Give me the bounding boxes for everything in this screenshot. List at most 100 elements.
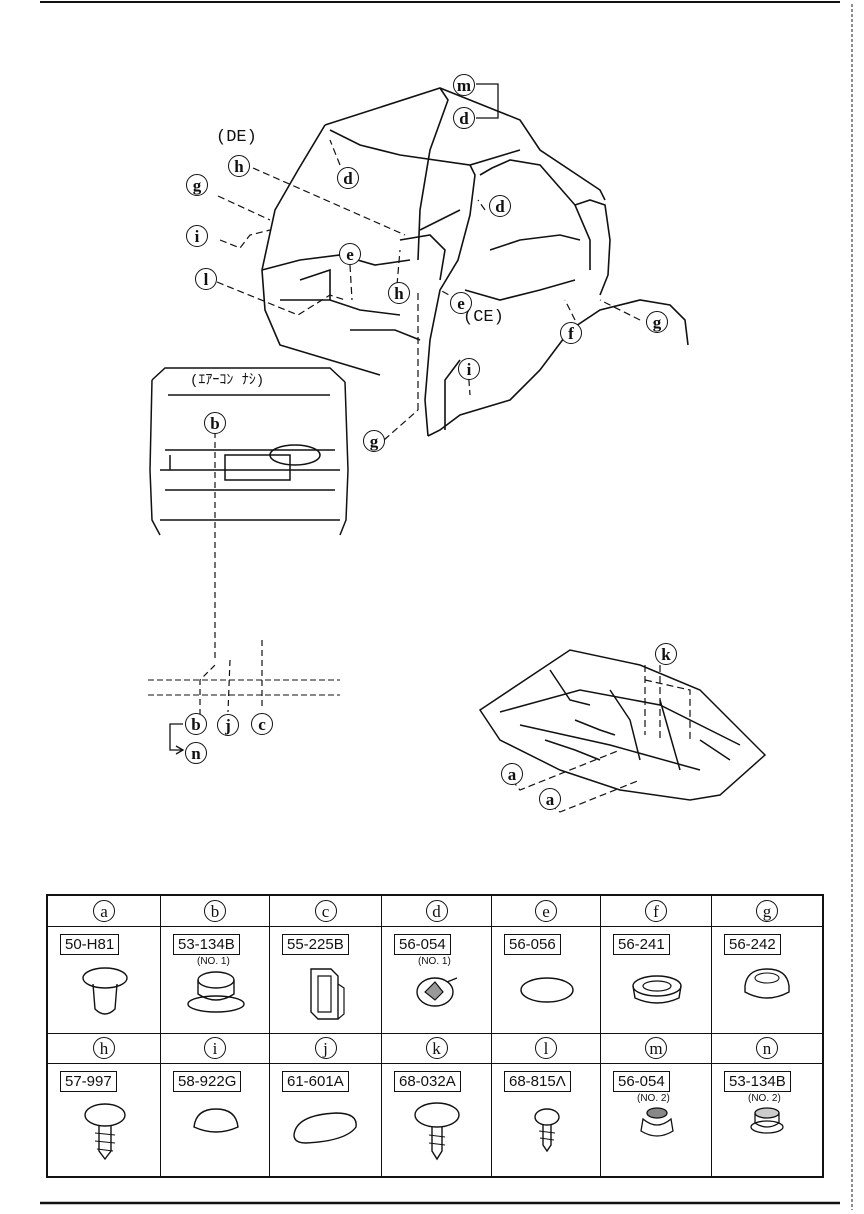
- part-letter: c: [314, 900, 337, 922]
- part-header: a: [48, 896, 160, 927]
- callout-h-mid: h: [388, 282, 410, 304]
- part-sketch-l-icon: [533, 1108, 560, 1153]
- callout-a-2: a: [539, 788, 561, 810]
- ce-label: (CE): [463, 308, 504, 327]
- callout-m-top: m: [453, 74, 475, 96]
- part-note: (NO. 1): [418, 956, 451, 967]
- part-number: 56-054: [613, 1071, 670, 1092]
- part-note: (NO. 2): [748, 1093, 781, 1104]
- part-letter: h: [93, 1037, 115, 1059]
- callout-k: k: [655, 643, 677, 665]
- callout-b-low: b: [185, 713, 207, 735]
- part-number: 61-601A: [282, 1071, 349, 1092]
- part-number: 56-242: [724, 934, 781, 955]
- callout-f: f: [560, 322, 582, 344]
- part-cell-b: b 53-134B(NO. 1): [161, 896, 270, 1033]
- part-number: 56-241: [613, 934, 670, 955]
- part-cell-j: j 61-601A: [270, 1033, 382, 1176]
- part-note: (NO. 1): [197, 956, 230, 967]
- part-number: 68-032A: [394, 1071, 461, 1092]
- part-header: h: [48, 1033, 160, 1064]
- part-sketch-i-icon: [192, 1108, 239, 1133]
- part-sketch-a-icon: [81, 967, 128, 1015]
- part-cell-m: m 56-054(NO. 2): [601, 1033, 712, 1176]
- part-number: 56-054: [394, 934, 451, 955]
- callout-g-left: g: [186, 174, 208, 196]
- part-letter: e: [535, 900, 557, 922]
- aircon-label: (ｴｱｰｺﾝ ﾅｼ): [190, 373, 265, 389]
- callout-l: l: [195, 268, 217, 290]
- part-sketch-c-icon: [310, 968, 345, 1020]
- callout-i-left: i: [186, 225, 208, 247]
- callout-d-mid: d: [337, 167, 359, 189]
- part-cell-c: c 55-225B: [270, 896, 382, 1033]
- part-letter: i: [204, 1037, 226, 1059]
- part-letter: m: [645, 1037, 667, 1059]
- part-header: g: [712, 896, 822, 927]
- part-number: 53-134B: [724, 1071, 791, 1092]
- part-letter: g: [756, 900, 778, 922]
- callout-b-dash: b: [204, 412, 226, 434]
- callout-g-right: g: [646, 311, 668, 333]
- part-sketch-n-icon: [750, 1107, 784, 1134]
- part-sketch-h-icon: [83, 1103, 126, 1161]
- part-cell-e: e 56-056: [492, 896, 601, 1033]
- part-header: f: [601, 896, 711, 927]
- callout-i-right: i: [458, 358, 480, 380]
- callout-a-1: a: [501, 763, 523, 785]
- de-label: (DE): [216, 128, 257, 147]
- part-number: 68-815Λ: [504, 1071, 571, 1092]
- part-letter: j: [314, 1037, 337, 1059]
- part-cell-l: l 68-815Λ: [492, 1033, 601, 1176]
- part-sketch-e-icon: [519, 977, 574, 1003]
- part-sketch-g-icon: [744, 968, 790, 999]
- part-cell-g: g 56-242: [712, 896, 822, 1033]
- part-sketch-m-icon: [639, 1107, 674, 1137]
- part-letter: a: [93, 900, 115, 922]
- callout-g-bottom: g: [363, 430, 385, 452]
- part-letter: d: [425, 900, 448, 922]
- part-letter: b: [204, 900, 226, 922]
- part-cell-h: h 57-997: [48, 1033, 161, 1176]
- part-cell-i: i 58-922G: [161, 1033, 270, 1176]
- part-header: b: [161, 896, 269, 927]
- callout-d-top: d: [453, 107, 475, 129]
- part-cell-d: d 56-054(NO. 1): [382, 896, 492, 1033]
- part-header: c: [270, 896, 381, 927]
- callout-e-left: e: [339, 243, 361, 265]
- part-sketch-d-icon: [416, 977, 458, 1007]
- part-sketch-f-icon: [631, 975, 682, 1004]
- part-number: 50-H81: [60, 934, 120, 955]
- part-header: e: [492, 896, 600, 927]
- callout-j: j: [217, 714, 239, 736]
- part-header: l: [492, 1033, 600, 1064]
- callout-e-right: e: [450, 292, 472, 314]
- part-number: 55-225B: [282, 934, 349, 955]
- part-number: 53-134B: [173, 934, 240, 955]
- part-sketch-k-icon: [414, 1102, 460, 1161]
- callout-n: n: [185, 742, 207, 764]
- part-sketch-j-icon: [293, 1112, 357, 1144]
- part-cell-f: f 56-241: [601, 896, 712, 1033]
- part-letter: f: [645, 900, 667, 922]
- part-header: i: [161, 1033, 269, 1064]
- part-cell-a: a 50-H81: [48, 896, 161, 1033]
- part-letter: l: [535, 1037, 557, 1059]
- part-number: 58-922G: [173, 1071, 242, 1092]
- part-note: (NO. 2): [637, 1093, 670, 1104]
- part-header: d: [382, 896, 491, 927]
- part-letter: k: [425, 1037, 448, 1059]
- part-header: m: [601, 1033, 711, 1064]
- callout-d-right: d: [489, 195, 511, 217]
- callout-c: c: [251, 713, 273, 735]
- part-letter: n: [756, 1037, 778, 1059]
- part-number: 56-056: [504, 934, 561, 955]
- part-sketch-b-icon: [186, 971, 245, 1013]
- callout-h-left: h: [228, 155, 250, 177]
- part-header: k: [382, 1033, 491, 1064]
- part-number: 57-997: [60, 1071, 117, 1092]
- part-header: j: [270, 1033, 381, 1064]
- part-cell-k: k 68-032A: [382, 1033, 492, 1176]
- part-header: n: [712, 1033, 822, 1064]
